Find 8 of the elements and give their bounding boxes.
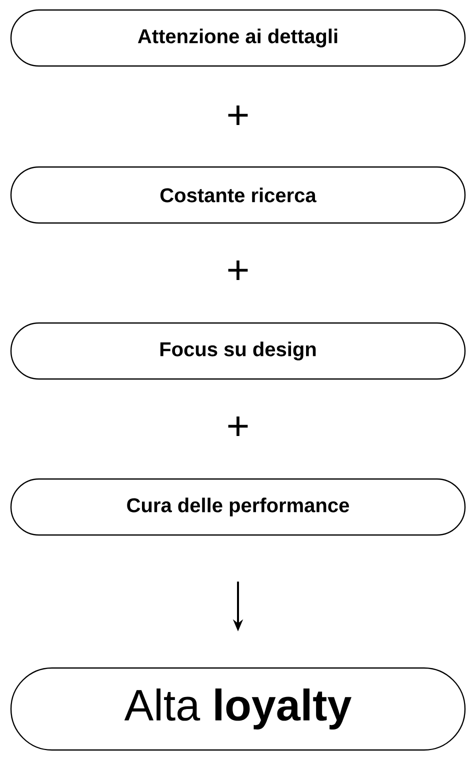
plus-sign: +	[228, 416, 248, 436]
plus-sign: +	[228, 260, 248, 280]
pill-box: Focus su design	[10, 322, 466, 380]
result-pill: Alta loyalty	[10, 667, 466, 751]
pill-box: Cura delle performance	[10, 478, 466, 536]
pill-box: Costante ricerca	[10, 166, 466, 224]
plus-sign: +	[228, 105, 248, 126]
pill-box: Attenzione ai dettagli	[10, 9, 466, 67]
